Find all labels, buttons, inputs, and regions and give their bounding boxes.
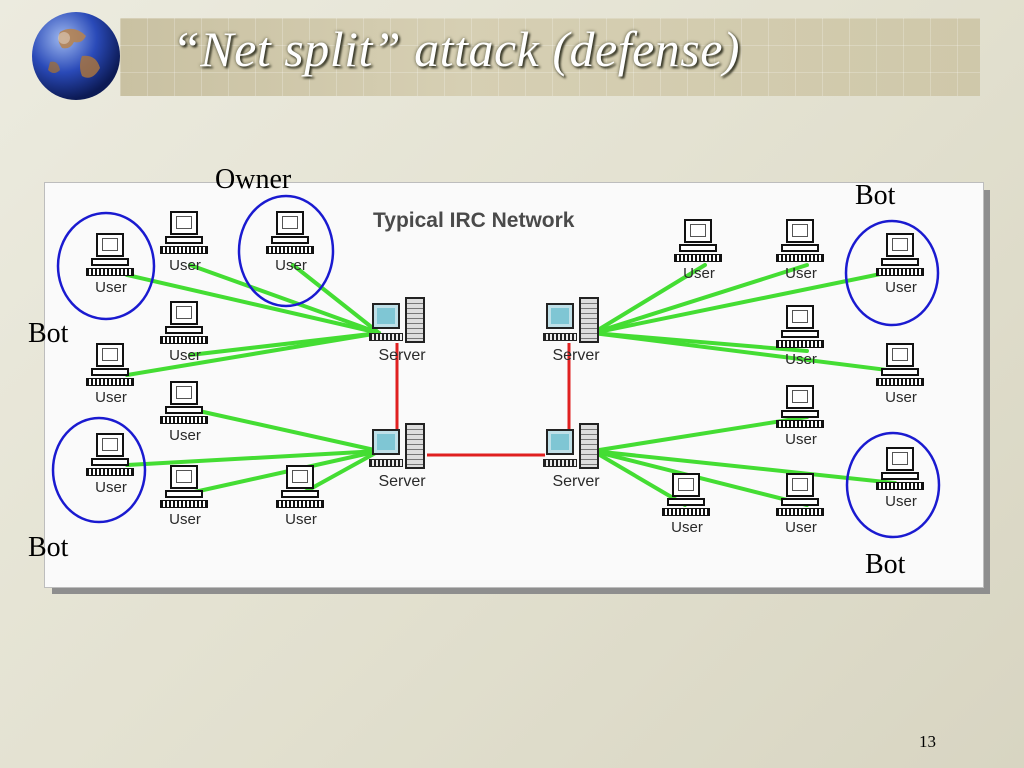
user-label: User: [785, 265, 817, 282]
monitor-icon: [96, 343, 124, 367]
user-node: User: [271, 459, 331, 531]
user-node: User: [669, 213, 729, 285]
server-icon: [372, 429, 400, 455]
client-link: [591, 449, 897, 485]
user-label: User: [275, 257, 307, 274]
client-link: [591, 449, 809, 507]
user-label: User: [285, 511, 317, 528]
monitor-icon: [886, 447, 914, 471]
monitor-icon: [672, 473, 700, 497]
owner-callout: Owner: [215, 164, 292, 195]
monitor-icon: [170, 465, 198, 489]
user-node: User: [155, 295, 215, 367]
user-label: User: [95, 279, 127, 296]
diagram-heading: Typical IRC Network: [373, 209, 575, 232]
server-label: Server: [552, 347, 600, 364]
user-label: User: [169, 427, 201, 444]
user-node: User: [871, 227, 931, 299]
server-label: Server: [552, 473, 600, 490]
monitor-icon: [286, 465, 314, 489]
monitor-icon: [170, 211, 198, 235]
client-link: [591, 269, 897, 335]
user-node: User: [871, 337, 931, 409]
user-node: User: [155, 375, 215, 447]
client-link: [591, 331, 897, 373]
user-label: User: [885, 493, 917, 510]
monitor-icon: [96, 433, 124, 457]
monitor-icon: [96, 233, 124, 257]
server-label: Server: [378, 347, 426, 364]
monitor-icon: [886, 343, 914, 367]
user-node: User: [871, 441, 931, 513]
server-node: Server: [541, 295, 611, 367]
bot-callout-top-right: Bot: [855, 180, 896, 211]
server-icon: [372, 303, 400, 329]
client-link: [591, 415, 809, 453]
user-label: User: [683, 265, 715, 282]
user-node: User: [771, 379, 831, 451]
user-node: User: [81, 427, 141, 499]
user-label: User: [785, 351, 817, 368]
user-node: User: [81, 227, 141, 299]
monitor-icon: [886, 233, 914, 257]
user-node: User: [771, 213, 831, 285]
client-link: [301, 449, 381, 495]
user-label: User: [885, 279, 917, 296]
user-node: User: [155, 205, 215, 277]
client-link: [591, 263, 707, 335]
bot-callout-left-low: Bot: [28, 532, 69, 563]
monitor-icon: [786, 219, 814, 243]
client-link: [188, 449, 381, 495]
user-label: User: [785, 519, 817, 536]
globe-icon: [32, 12, 120, 100]
monitor-icon: [786, 473, 814, 497]
user-label: User: [785, 431, 817, 448]
monitor-icon: [170, 381, 198, 405]
user-label: User: [671, 519, 703, 536]
slide-title: “Net split” attack (defense): [172, 21, 741, 77]
bot-callout-bottom-right: Bot: [865, 549, 906, 580]
user-label: User: [95, 479, 127, 496]
user-node: User: [771, 299, 831, 371]
user-label: User: [95, 389, 127, 406]
user-label: User: [169, 347, 201, 364]
server-icon: [546, 429, 574, 455]
user-label: User: [885, 389, 917, 406]
server-node: Server: [367, 295, 437, 367]
title-grid-pattern: [120, 18, 980, 96]
server-node: Server: [367, 421, 437, 493]
title-bar: [120, 18, 980, 96]
client-link: [591, 263, 809, 335]
irc-network-diagram: Typical IRC Network User User User User …: [44, 182, 984, 588]
server-node: Server: [541, 421, 611, 493]
client-link: [125, 449, 381, 467]
client-link: [591, 449, 687, 507]
monitor-icon: [786, 385, 814, 409]
server-icon: [546, 303, 574, 329]
user-label: User: [169, 257, 201, 274]
client-link: [188, 407, 381, 453]
user-node: User: [155, 459, 215, 531]
client-link: [125, 331, 381, 377]
user-node: User: [657, 467, 717, 539]
page-number: 13: [919, 732, 936, 751]
user-label: User: [169, 511, 201, 528]
monitor-icon: [684, 219, 712, 243]
monitor-icon: [786, 305, 814, 329]
user-node: User: [771, 467, 831, 539]
monitor-icon: [170, 301, 198, 325]
bot-callout-left-mid: Bot: [28, 318, 69, 349]
monitor-icon: [276, 211, 304, 235]
user-node: User: [81, 337, 141, 409]
user-node: User: [261, 205, 321, 277]
server-label: Server: [378, 473, 426, 490]
